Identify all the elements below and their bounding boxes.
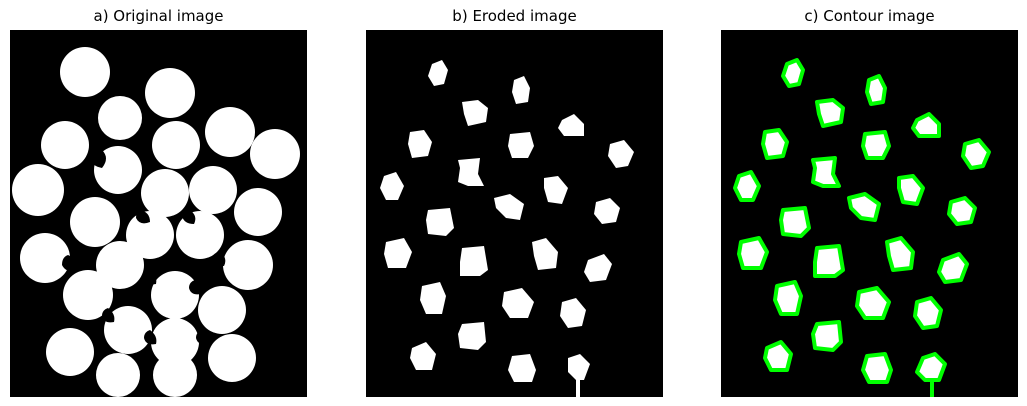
original-image xyxy=(10,30,307,397)
contour-blobs xyxy=(733,58,991,384)
contour-image-svg xyxy=(721,30,1018,397)
eroded-image xyxy=(366,30,663,397)
contour-image xyxy=(721,30,1018,397)
blob-cluster xyxy=(12,47,300,397)
panel-title: b) Eroded image xyxy=(452,7,577,25)
original-image-svg xyxy=(10,30,307,397)
panel-eroded: b) Eroded image xyxy=(366,0,663,406)
panel-title: c) Contour image xyxy=(804,7,935,25)
contour-stem xyxy=(930,380,934,397)
panel-title: a) Original image xyxy=(93,7,224,25)
panel-contour: c) Contour image xyxy=(721,0,1018,406)
panel-original: a) Original image xyxy=(10,0,307,406)
eroded-image-svg xyxy=(366,30,663,397)
cluster-holes xyxy=(62,125,226,345)
eroded-blobs xyxy=(380,60,634,397)
